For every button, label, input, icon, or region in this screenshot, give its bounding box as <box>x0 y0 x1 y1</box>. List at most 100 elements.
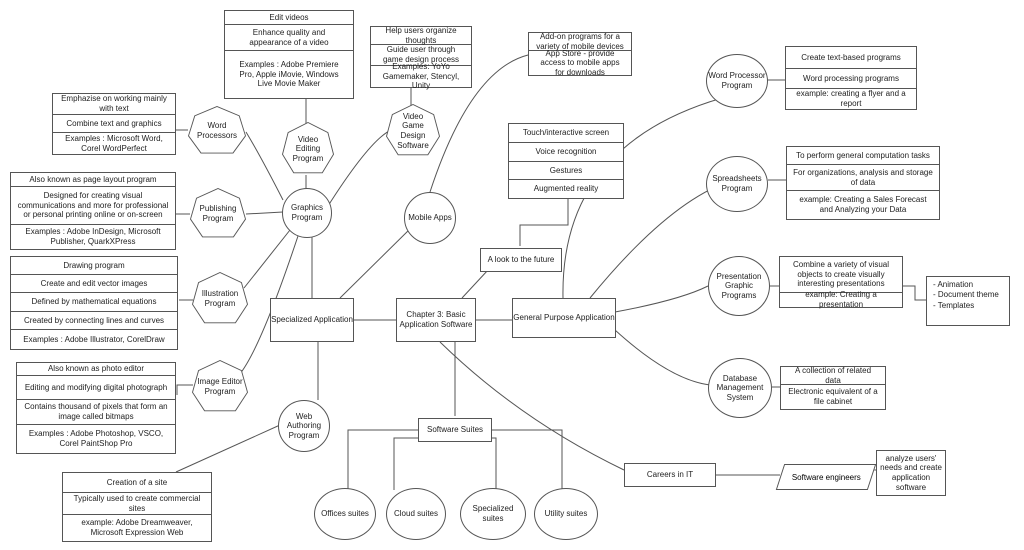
list-item: Voice recognition <box>509 143 623 162</box>
suite-label: Utility suites <box>544 509 588 519</box>
list-item: To perform general computation tasks <box>787 147 939 165</box>
list-item: Word processing programs <box>786 69 916 89</box>
feature-item: - Templates <box>933 300 975 310</box>
software-suites-node[interactable]: Software Suites <box>418 418 492 442</box>
mobile-label: Mobile Apps <box>408 213 452 223</box>
presentation-features: - Animation - Document theme - Templates <box>926 276 1010 326</box>
web-authoring-node[interactable]: Web Authoring Program <box>278 400 330 452</box>
list-item: example: Adobe Dreamweaver, Microsoft Ex… <box>81 518 193 537</box>
list-item: example: Creating a presentation <box>805 290 877 309</box>
specialized-label: Specialized Application <box>271 315 353 325</box>
suite-label: Offices suites <box>321 509 369 519</box>
list-item: Also known as page layout program <box>11 173 175 187</box>
database-list: A collection of related data Electronic … <box>780 366 886 410</box>
publishing-list: Also known as page layout program Design… <box>10 172 176 250</box>
list-item: Combine text and graphics <box>53 115 175 133</box>
list-item: Emphazise on working mainly with text <box>53 94 175 115</box>
list-item: Examples: YoYo Gamemaker, Stencyl, Unity <box>382 62 460 91</box>
future-label: A look to the future <box>487 255 555 265</box>
utility-suites-node[interactable]: Utility suites <box>534 488 598 540</box>
suite-label: Cloud suites <box>393 509 439 519</box>
web-authoring-label: Web Authoring Program <box>286 411 322 440</box>
general-label: General Purpose Application <box>513 313 615 323</box>
game-design-label: Video Game Design Software <box>397 111 429 150</box>
list-item: Examples : Adobe Photoshop, VSCO, Corel … <box>28 429 164 448</box>
careers-description-text: analyze users' needs and create applicat… <box>880 453 942 492</box>
role-label: Software engineers <box>791 472 861 482</box>
list-item: Edit videos <box>225 11 353 25</box>
list-item: Examples : Adobe Premiere Pro, Apple iMo… <box>239 60 339 89</box>
center-topic[interactable]: Chapter 3: Basic Application Software <box>396 298 476 342</box>
word-processors-node[interactable]: Word Processors <box>188 106 246 154</box>
suite-label: Specialized suites <box>472 504 514 523</box>
list-item: Drawing program <box>11 257 177 275</box>
list-item: Create text-based programs <box>786 47 916 69</box>
wpp-label: Word Processor Program <box>708 71 766 90</box>
video-editing-label: Video Editing Program <box>292 134 324 163</box>
presentation-node[interactable]: Presentation Graphic Programs <box>708 256 770 316</box>
mobile-apps-list: Add-on programs for a variety of mobile … <box>528 32 632 77</box>
list-item: App Store - provide access to mobile app… <box>540 48 620 77</box>
list-item: Enhance quality and appearance of a vide… <box>225 25 353 51</box>
list-item: Augmented reality <box>533 184 599 194</box>
database-node[interactable]: Database Management System <box>708 358 772 418</box>
list-item: Also known as photo editor <box>17 363 175 376</box>
list-item: Electronic equivalent of a file cabinet <box>788 387 878 406</box>
cloud-suites-node[interactable]: Cloud suites <box>386 488 446 540</box>
future-list: Touch/interactive screen Voice recogniti… <box>508 123 624 199</box>
general-purpose-node[interactable]: General Purpose Application <box>512 298 616 338</box>
list-item: Examples : Adobe InDesign, Microsoft Pub… <box>25 227 161 246</box>
spreadsheets-node[interactable]: Spreadsheets Program <box>706 156 768 212</box>
spreadsheets-label: Spreadsheets Program <box>712 174 762 193</box>
list-item: Gestures <box>509 162 623 180</box>
graphics-label: Graphics Program <box>290 203 323 222</box>
future-node[interactable]: A look to the future <box>480 248 562 272</box>
word-processor-list: Create text-based programs Word processi… <box>785 46 917 110</box>
list-item: example: Creating a Sales Forecast and A… <box>799 195 927 214</box>
feature-item: - Document theme <box>933 290 999 300</box>
list-item: Create and edit vector images <box>11 275 177 293</box>
illustration-node[interactable]: Illustration Program <box>192 272 248 324</box>
offices-suites-node[interactable]: Offices suites <box>314 488 376 540</box>
list-item: Examples : Microsoft Word, Corel WordPer… <box>65 133 163 153</box>
image-editor-list: Also known as photo editor Editing and m… <box>16 362 176 454</box>
specialized-application-node[interactable]: Specialized Application <box>270 298 354 342</box>
list-item: Designed for creating visual communicati… <box>11 187 175 225</box>
publishing-label: Publishing Program <box>199 204 237 223</box>
illustration-list: Drawing program Create and edit vector i… <box>10 256 178 350</box>
list-item: A collection of related data <box>781 366 885 385</box>
game-design-list: Help users organize thoughts Guide user … <box>370 26 472 91</box>
graphics-program-node[interactable]: Graphics Program <box>282 188 332 238</box>
list-item: Contains thousand of pixels that form an… <box>17 400 175 425</box>
word-processor-program-node[interactable]: Word Processor Program <box>706 54 768 108</box>
list-item: Touch/interactive screen <box>509 124 623 143</box>
list-item: Guide user through game design process <box>371 45 471 66</box>
careers-label: Careers in IT <box>646 470 694 480</box>
list-item: Combine a variety of visual objects to c… <box>780 257 902 293</box>
specialized-suites-node[interactable]: Specialized suites <box>460 488 526 540</box>
illustration-label: Illustration Program <box>201 289 239 308</box>
database-label: Database Management System <box>716 373 764 402</box>
web-authoring-list: Creation of a site Typically used to cre… <box>62 472 212 542</box>
word-processors-list: Emphazise on working mainly with text Co… <box>52 93 176 155</box>
software-engineers-node[interactable]: Software engineers <box>775 464 877 490</box>
list-item: Created by connecting lines and curves <box>11 312 177 330</box>
careers-node[interactable]: Careers in IT <box>624 463 716 487</box>
list-item: Help users organize thoughts <box>371 26 471 45</box>
list-item: For organizations, analysis and storage … <box>787 165 939 191</box>
careers-description: analyze users' needs and create applicat… <box>876 450 946 496</box>
suites-label: Software Suites <box>426 425 484 435</box>
word-processors-label: Word Processors <box>196 121 237 140</box>
presentation-label: Presentation Graphic Programs <box>716 271 762 300</box>
list-item: Add-on programs for a variety of mobile … <box>529 32 631 51</box>
center-label: Chapter 3: Basic Application Software <box>399 310 473 329</box>
spreadsheets-list: To perform general computation tasks For… <box>786 146 940 220</box>
video-editing-list: Edit videos Enhance quality and appearan… <box>224 10 354 99</box>
list-item: Editing and modifying digital photograph <box>17 376 175 400</box>
list-item: Examples : Adobe Illustrator, CorelDraw <box>23 334 165 344</box>
list-item: Creation of a site <box>63 473 211 493</box>
mobile-apps-node[interactable]: Mobile Apps <box>404 192 456 244</box>
presentation-list: Combine a variety of visual objects to c… <box>779 256 903 309</box>
feature-item: - Animation <box>933 280 974 289</box>
